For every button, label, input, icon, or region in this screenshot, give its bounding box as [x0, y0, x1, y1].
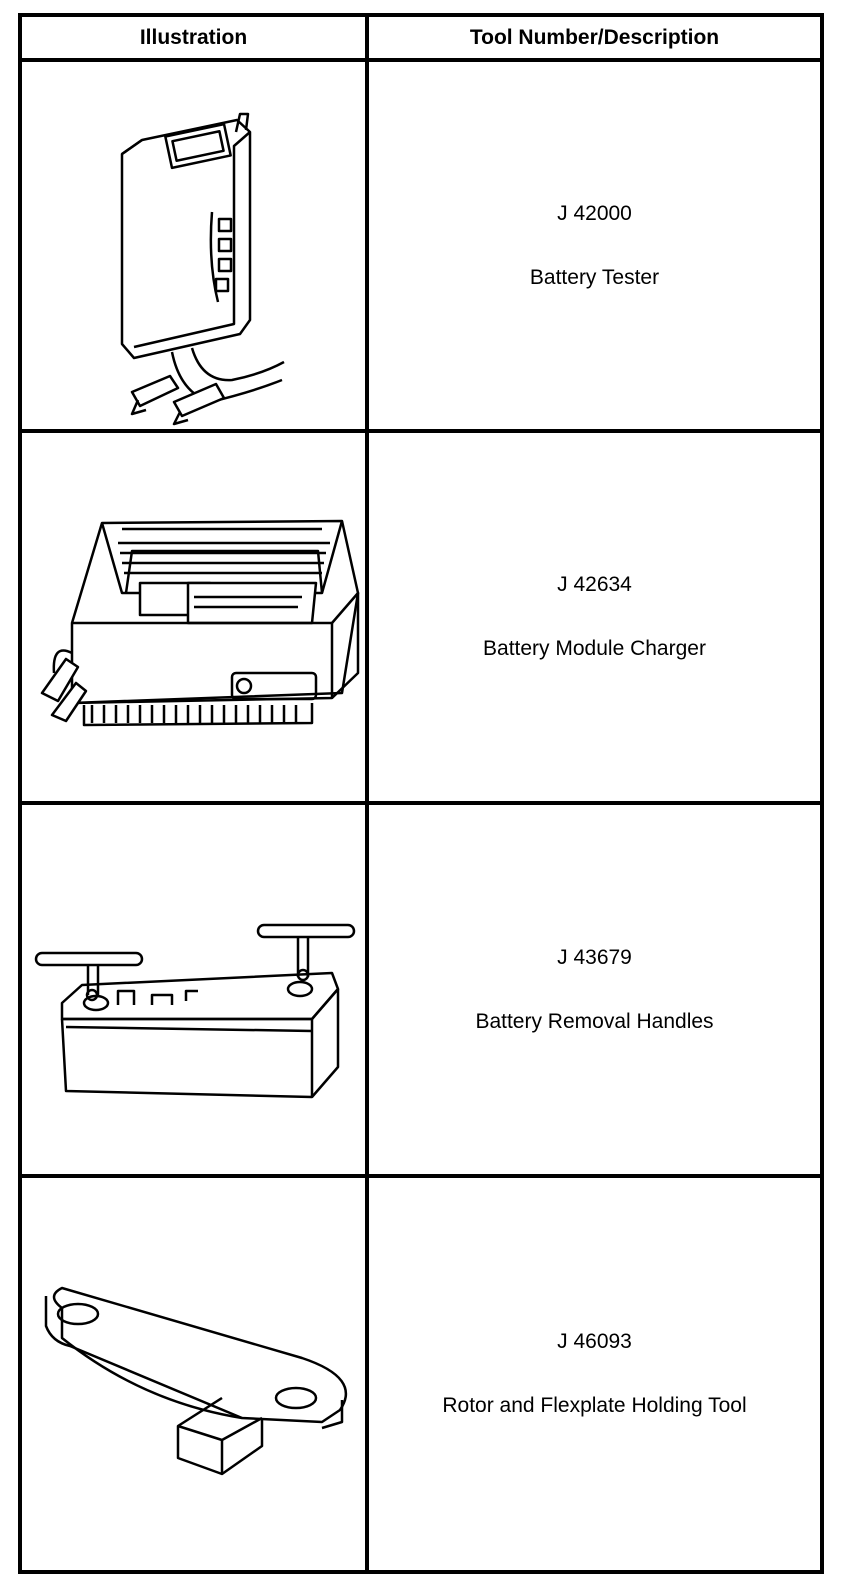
- special-tools-table: Illustration Tool Number/Description J 4…: [18, 13, 824, 1574]
- battery-removal-handles-illustration: [22, 805, 365, 1174]
- column-divider: [365, 17, 369, 1570]
- battery-removal-handles-icon: [34, 923, 356, 1099]
- tool-number: J 42000: [557, 201, 632, 225]
- holding-tool-icon: [44, 1286, 348, 1476]
- holding-tool-illustration: [22, 1178, 365, 1570]
- battery-tester-icon: [120, 112, 285, 426]
- tool-description: Battery Removal Handles: [475, 1009, 714, 1033]
- row-divider: [22, 801, 820, 805]
- tool-number: J 42634: [557, 573, 632, 596]
- row-divider: [22, 429, 820, 433]
- tool-number: J 43679: [557, 945, 632, 969]
- row-divider: [22, 1174, 820, 1178]
- tool-row: J 43679 Battery Removal Handles: [369, 805, 820, 1174]
- header-tool-description: Tool Number/Description: [469, 25, 720, 49]
- battery-tester-illustration: [22, 62, 365, 429]
- battery-charger-illustration: [22, 433, 365, 801]
- tool-row: J 42000 Battery Tester: [369, 62, 820, 429]
- tool-number: J 46093: [557, 1330, 632, 1353]
- header-illustration: Illustration: [139, 25, 248, 49]
- header-divider: [22, 58, 820, 62]
- battery-charger-icon: [40, 519, 360, 727]
- tool-row: J 46093 Rotor and Flexplate Holding Tool: [369, 1178, 820, 1570]
- tool-description: Rotor and Flexplate Holding Tool: [442, 1394, 747, 1417]
- tool-row: J 42634 Battery Module Charger: [369, 433, 820, 801]
- tool-description: Battery Module Charger: [483, 637, 706, 660]
- tool-description: Battery Tester: [529, 265, 660, 289]
